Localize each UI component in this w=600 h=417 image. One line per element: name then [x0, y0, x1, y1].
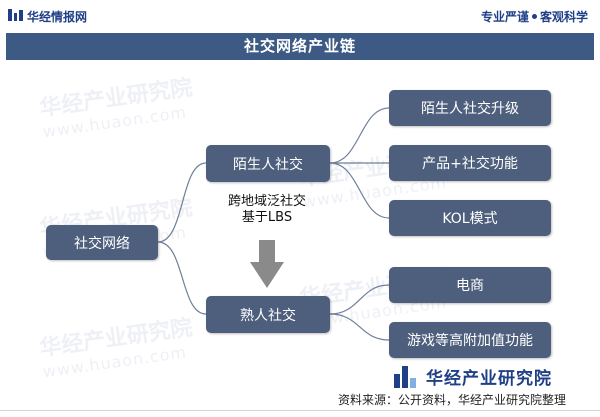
edge-stranger-kol: [329, 162, 390, 219]
connector-label-line2: 基于LBS: [241, 210, 293, 225]
node-kol: KOL模式: [389, 200, 551, 236]
brand-logo-icon: [8, 9, 24, 21]
node-acquaintance: 熟人社交: [206, 296, 330, 333]
footer-logo: 华经产业研究院: [394, 364, 552, 389]
edge-root-acquaintance: [157, 241, 207, 315]
divider: [0, 410, 600, 411]
node-ecommerce: 电商: [389, 267, 551, 303]
connector-label-line1: 跨地域泛社交: [227, 194, 306, 209]
node-product: 产品+社交功能: [389, 145, 551, 181]
footer-logo-name: 华经产业研究院: [426, 369, 552, 389]
slogan-right: 客观科学: [539, 10, 588, 24]
top-bar: 华经情报网 专业严谨客观科学: [0, 0, 600, 30]
slogan-left: 专业严谨: [480, 10, 529, 24]
slogan: 专业严谨客观科学: [481, 8, 588, 25]
page-title: 社交网络产业链: [6, 33, 594, 60]
edge-stranger-upgrade: [329, 107, 390, 164]
node-games: 游戏等高附加值功能: [389, 322, 551, 358]
node-stranger: 陌生人社交: [206, 145, 330, 182]
edge-acquaintance-games: [329, 313, 390, 341]
research-institute-logo-icon: [394, 365, 420, 388]
edge-acquaintance-ecommerce: [329, 284, 390, 315]
node-root: 社交网络: [46, 225, 158, 260]
connector-label: 跨地域泛社交 基于LBS: [208, 194, 326, 226]
brand-name: 华经情报网: [27, 10, 88, 24]
node-upgrade: 陌生人社交升级: [389, 90, 551, 126]
edge-root-stranger: [157, 162, 207, 243]
down-arrow-icon: [250, 240, 284, 288]
bullet-dot-icon: [531, 14, 537, 19]
source-note: 资料来源：公开资料，华经产业研究院整理: [338, 393, 567, 407]
